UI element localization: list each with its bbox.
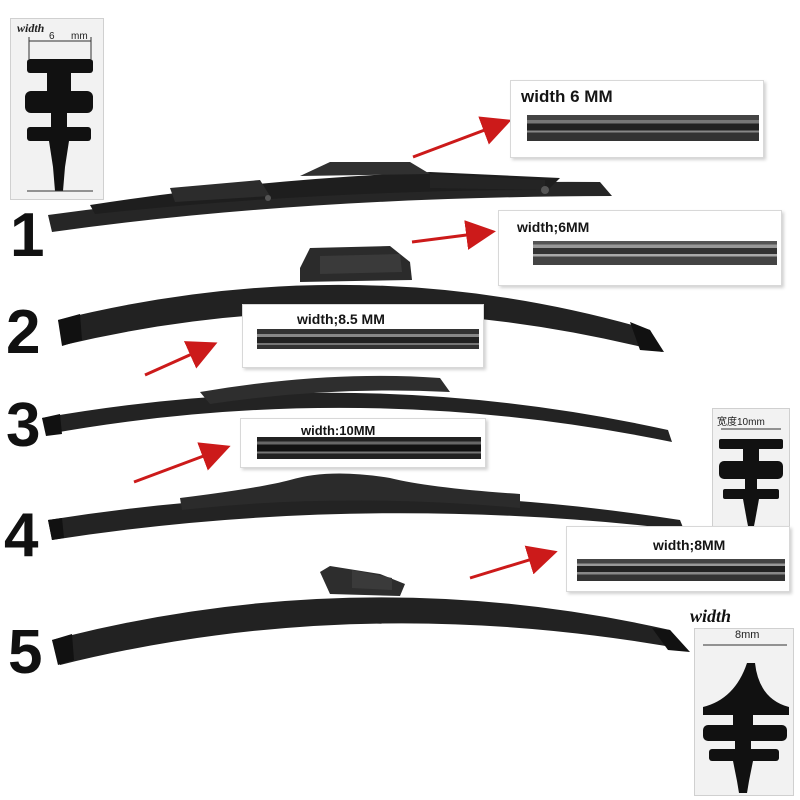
inset-closeup-2: width;6MM (498, 210, 782, 286)
inset-closeup-3: width;8.5 MM (242, 304, 484, 368)
wiper-blade-2 (58, 246, 664, 352)
rubber-profile-icon (25, 37, 93, 192)
blade-number-2: 2 (6, 298, 41, 367)
inset-closeup-1: width 6 MM (510, 80, 764, 158)
arrow-2 (411, 220, 496, 250)
rubber-strip (257, 437, 481, 459)
arrow-4 (133, 442, 231, 484)
arrow-3 (144, 341, 218, 377)
rubber-strip (577, 559, 785, 581)
rubber-strip (533, 241, 777, 265)
blade-number-4: 4 (4, 501, 39, 570)
wiper-blade-4 (48, 473, 684, 540)
profile-measure: 宽度10mm (717, 417, 765, 428)
wiper-blade-3 (42, 375, 672, 442)
profile-measure: 6 (49, 31, 55, 42)
arrow-5 (469, 545, 558, 580)
profile-diagram-10mm: 宽度10mm (712, 408, 790, 534)
arrow-1 (412, 116, 512, 159)
profile-unit: mm (71, 31, 88, 42)
inset-label: width;8MM (653, 537, 726, 553)
rubber-profile-icon (703, 644, 789, 793)
inset-label: width:10MM (301, 423, 376, 438)
profile-diagram-6mm: width 6 mm (10, 18, 104, 200)
blade-number-1: 1 (10, 201, 45, 270)
blade-number-3: 3 (6, 391, 41, 460)
wiper-blade-5 (52, 566, 690, 665)
inset-label: width;8.5 MM (297, 311, 385, 327)
profile-title: width (17, 21, 45, 35)
blade-number-5: 5 (8, 618, 43, 687)
rubber-profile-icon (719, 428, 783, 531)
profile-diagram-8mm: width 8mm (690, 606, 796, 796)
rubber-strip (257, 329, 479, 349)
inset-closeup-5: width;8MM (566, 526, 790, 592)
inset-label: width;6MM (517, 219, 590, 235)
inset-closeup-4: width:10MM (240, 418, 486, 468)
profile-title: width (690, 606, 732, 626)
inset-label: width 6 MM (521, 87, 613, 106)
profile-measure: 8mm (735, 629, 760, 641)
rubber-strip (527, 115, 759, 141)
wiper-blade-1 (48, 162, 612, 232)
